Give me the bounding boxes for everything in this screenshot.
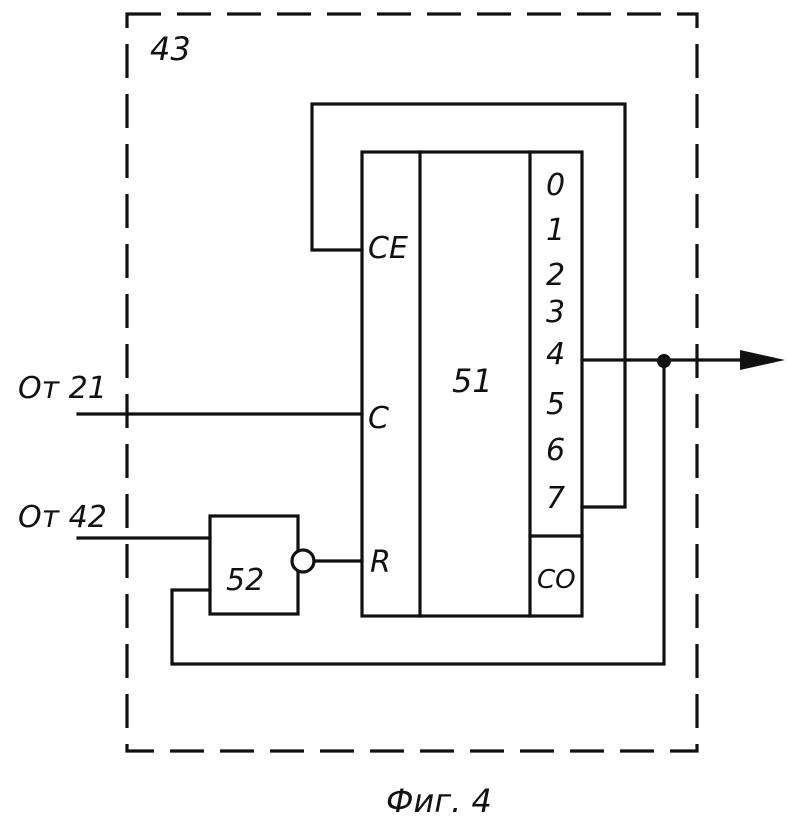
output-1-label: 1 — [546, 213, 565, 248]
outer-block-43 — [127, 14, 697, 751]
output-7-label: 7 — [546, 481, 565, 516]
feedback-wire-7-to-ce — [312, 104, 625, 507]
input-42-label: От 42 — [18, 500, 107, 535]
reset-feedback-wire — [172, 361, 664, 664]
counter-label: 51 — [452, 362, 493, 400]
output-4-label: 4 — [546, 337, 565, 372]
carry-out-label: CO — [537, 565, 576, 595]
input-ce-label: CE — [368, 231, 408, 266]
inversion-bubble-icon — [292, 550, 314, 572]
figure-caption: Фиг. 4 — [386, 782, 492, 820]
input-r-label: R — [370, 545, 391, 580]
output-5-label: 5 — [546, 387, 565, 422]
output-0-label: 0 — [546, 168, 565, 203]
output-6-label: 6 — [546, 433, 565, 468]
output-3-label: 3 — [546, 295, 565, 330]
outer-block-label: 43 — [150, 30, 191, 68]
input-c-label: C — [368, 401, 389, 436]
output-arrow-icon — [740, 350, 785, 370]
output-2-label: 2 — [546, 258, 565, 293]
gate-52-label: 52 — [226, 563, 264, 598]
input-21-label: От 21 — [18, 371, 107, 406]
